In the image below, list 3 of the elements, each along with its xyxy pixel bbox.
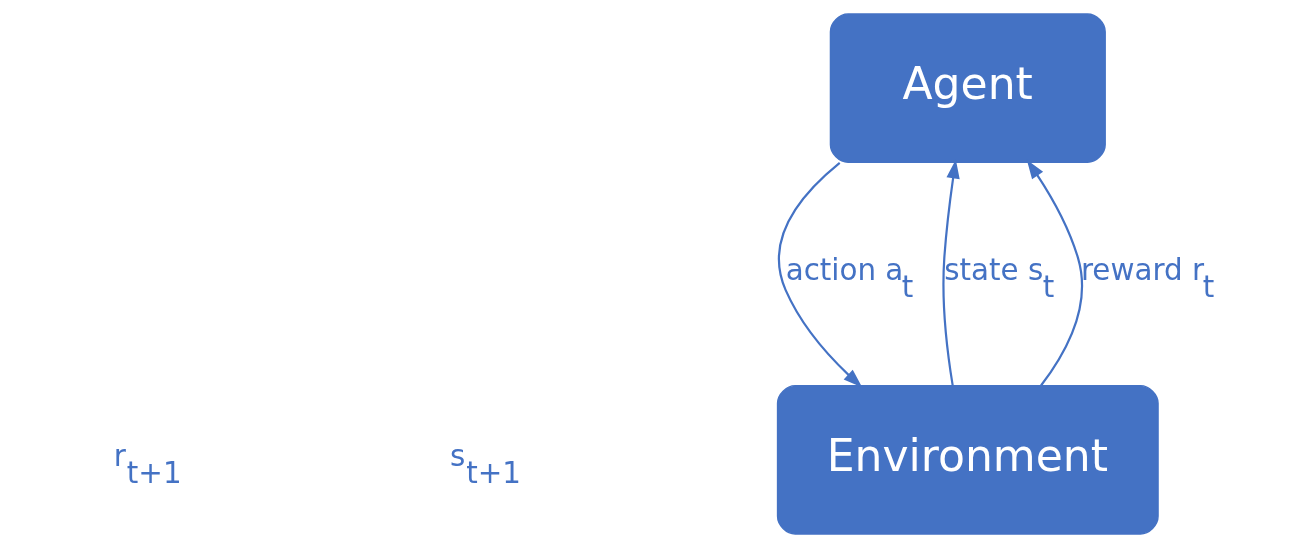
- node-box: Agent: [829, 13, 1106, 164]
- arrow: [777, 161, 862, 388]
- node-box: Environment: [776, 384, 1159, 535]
